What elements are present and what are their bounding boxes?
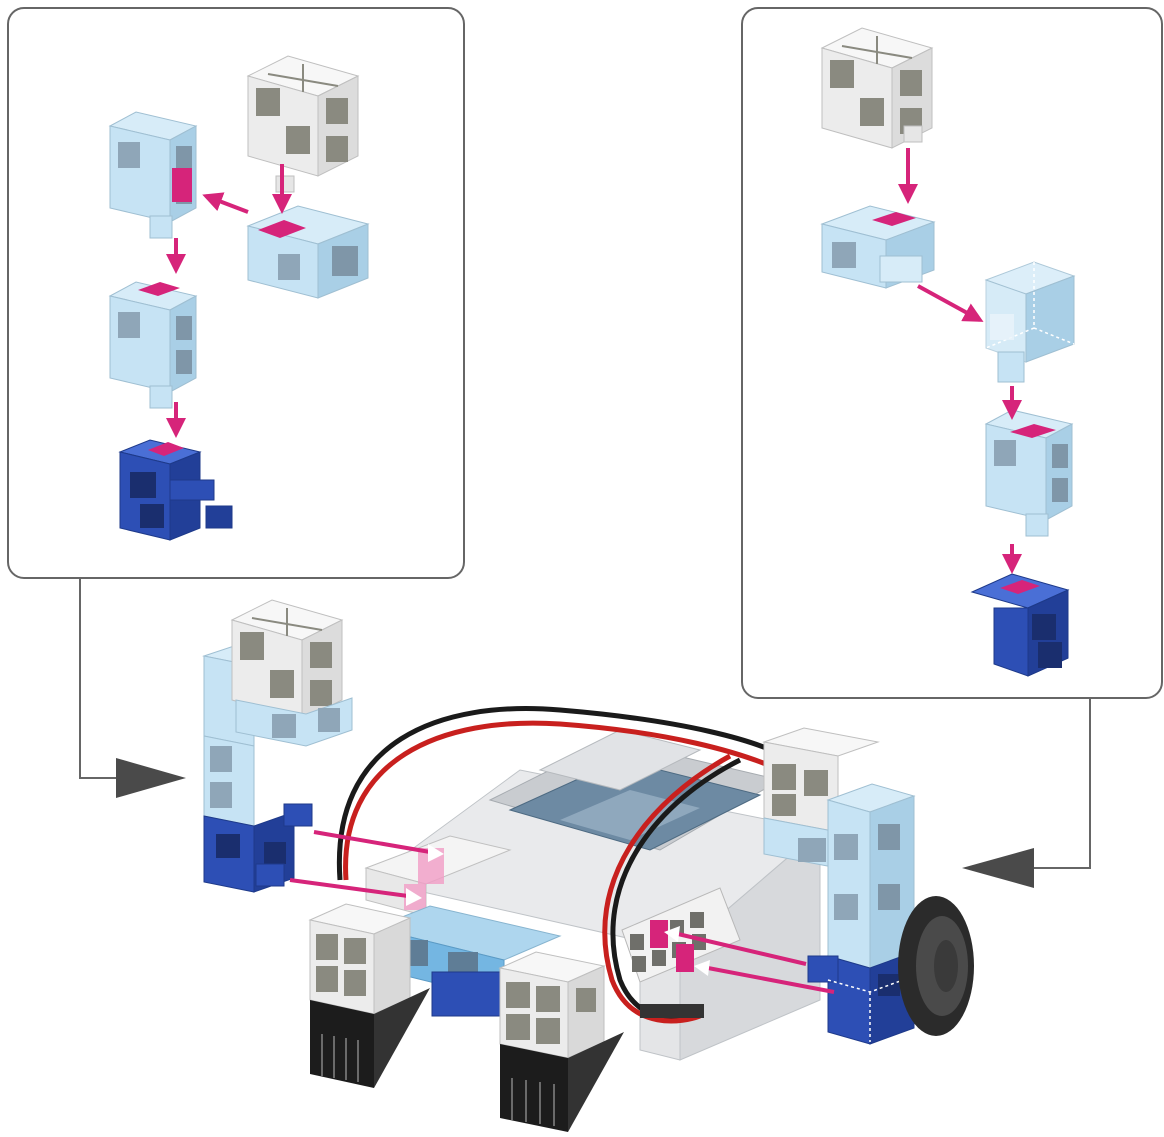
- left-panel-arrows: [166, 164, 292, 438]
- light-blue-angle-block: [246, 205, 370, 299]
- front-left-foot: [308, 903, 430, 1088]
- right-panel-arrows: [898, 148, 1022, 574]
- left-leader: [79, 578, 186, 798]
- right-leader: [962, 698, 1091, 888]
- light-blue-block-upper: [109, 111, 197, 239]
- white-cube-part-right: [821, 27, 933, 149]
- front-right-foot: [498, 951, 624, 1132]
- robot-model: [202, 599, 974, 1132]
- right-assembly-panel: [741, 7, 1163, 699]
- left-arm-stack: [202, 599, 353, 893]
- light-blue-block-right: [985, 409, 1073, 537]
- left-assembly-panel: [7, 7, 465, 579]
- blue-connector-block-right: [970, 573, 1070, 677]
- blue-connector-block: [119, 439, 233, 541]
- right-arm-stack: [762, 727, 974, 1045]
- light-blue-block-lower: [109, 281, 197, 409]
- model-connection-arrows: [289, 830, 835, 994]
- wheel: [898, 896, 974, 1036]
- light-blue-corner-block: [984, 261, 1076, 383]
- light-blue-angle-block-right: [820, 205, 936, 289]
- wire-harness: [336, 706, 792, 1024]
